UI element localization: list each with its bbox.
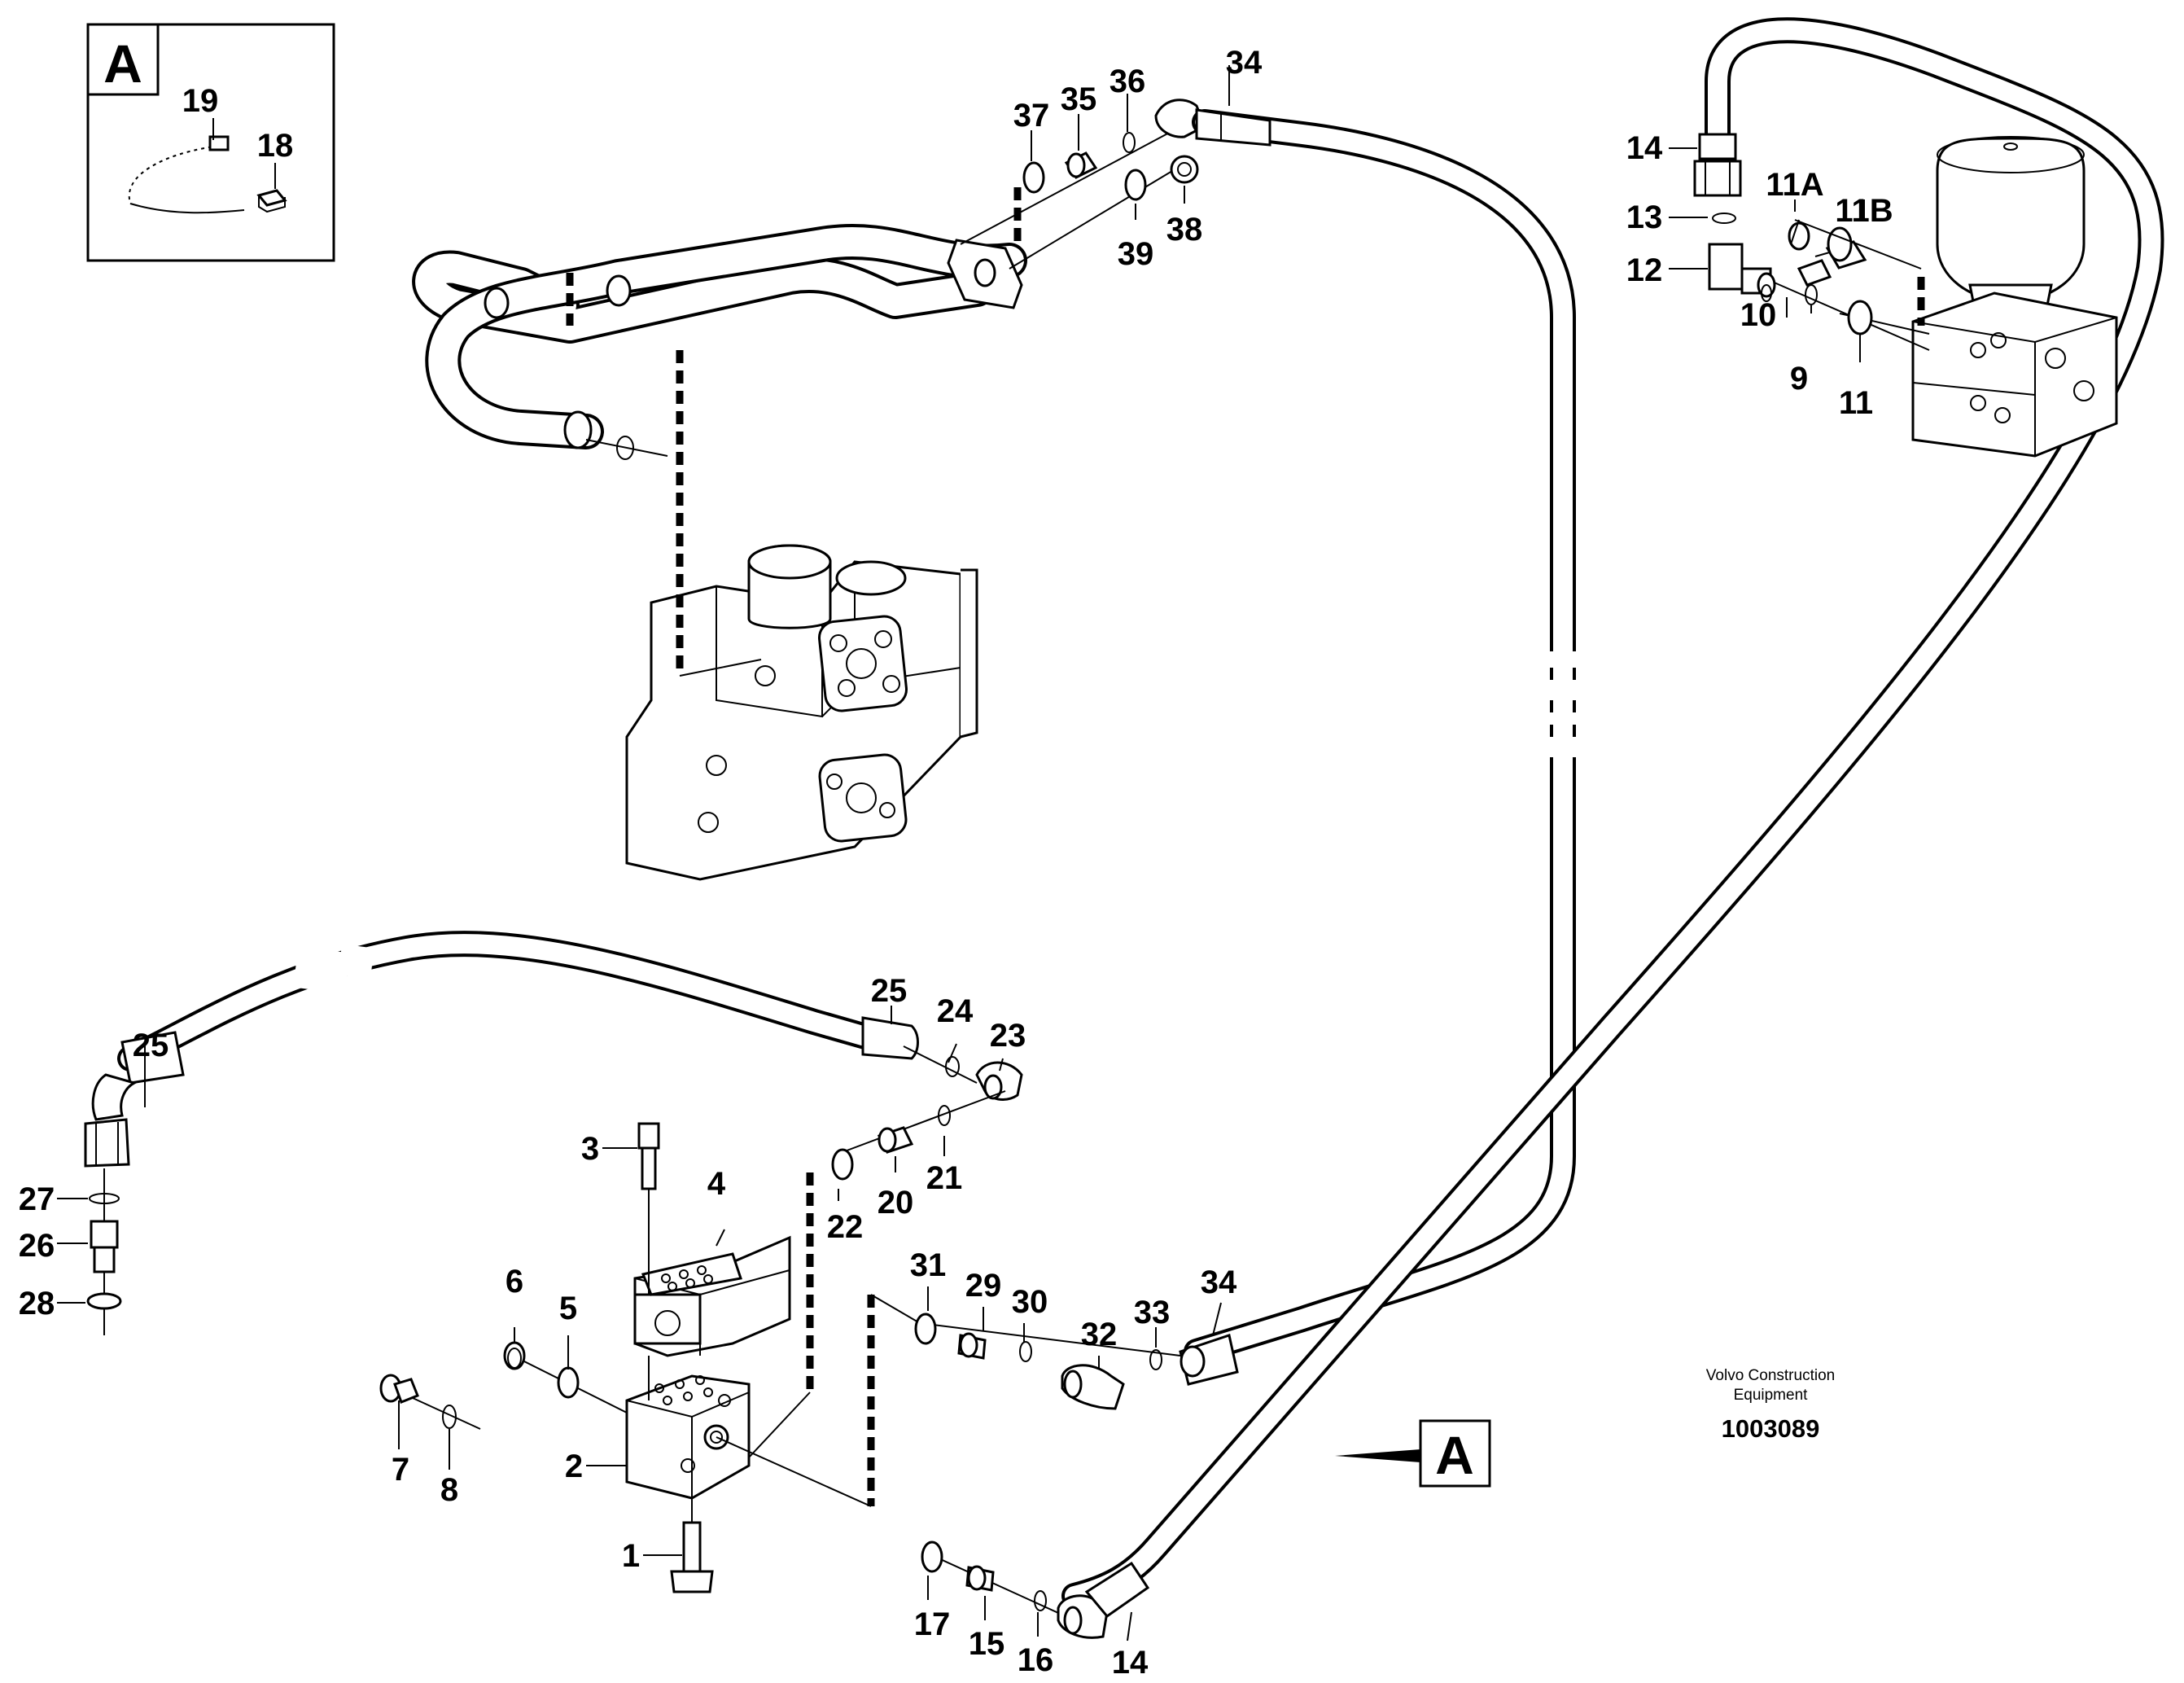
screw-3 (602, 1122, 660, 1295)
accumulator (1936, 136, 2086, 307)
label-17: 17 (914, 1606, 951, 1642)
clip-icon (256, 189, 287, 213)
label-34-lower: 34 (1201, 1264, 1237, 1300)
label-5: 5 (559, 1291, 577, 1326)
hose-14-long (1061, 17, 2164, 1609)
inset-detail-a: A 19 18 (86, 23, 335, 262)
label-16: 16 (1018, 1642, 1054, 1678)
part-labels: 34 37 35 36 38 39 14 13 12 11A 11B 10 9 … (19, 45, 1893, 1681)
label-25-left: 25 (133, 1028, 169, 1063)
label-10: 10 (1740, 297, 1777, 333)
caption: Volvo Construction Equipment 1003089 (1706, 1367, 1835, 1443)
label-27: 27 (19, 1181, 55, 1217)
steel-pipe-upper (412, 223, 1027, 460)
label-24: 24 (937, 993, 974, 1029)
label-30: 30 (1012, 1284, 1048, 1320)
label-9: 9 (1790, 361, 1808, 397)
label-11: 11 (1839, 385, 1873, 421)
document-number: 1003089 (1722, 1414, 1820, 1443)
label-31: 31 (910, 1247, 947, 1283)
label-38: 38 (1166, 212, 1203, 248)
bolt-1 (643, 1490, 714, 1593)
label-36: 36 (1110, 64, 1146, 99)
label-34: 34 (1226, 45, 1263, 81)
label-15: 15 (969, 1626, 1005, 1662)
hose-34-long (1184, 108, 1579, 1365)
label-2: 2 (565, 1449, 583, 1484)
accumulator-block (1911, 291, 2118, 458)
label-25-right: 25 (871, 973, 908, 1009)
label-26: 26 (19, 1228, 55, 1264)
fittings-9-13 (1669, 147, 1930, 362)
label-32: 32 (1081, 1317, 1118, 1352)
label-20: 20 (878, 1185, 914, 1221)
caption-line1: Volvo Construction (1706, 1367, 1835, 1384)
cable-tie-icon (125, 135, 245, 214)
hose-25 (84, 931, 919, 1168)
label-29: 29 (965, 1268, 1002, 1304)
label-11a: 11A (1766, 167, 1823, 203)
label-1: 1 (622, 1538, 640, 1574)
inset-letter: A (103, 33, 142, 94)
fittings-26-28 (57, 1044, 146, 1335)
label-8: 8 (440, 1472, 458, 1508)
callout-letter: A (1435, 1425, 1474, 1485)
fittings-35-39 (960, 94, 1206, 270)
label-4: 4 (707, 1166, 726, 1202)
label-23: 23 (990, 1018, 1026, 1054)
fittings-20-24 (831, 1006, 1023, 1201)
valve-block-2 (586, 1356, 751, 1500)
caption-line2: Equipment (1734, 1387, 1809, 1404)
label-39: 39 (1118, 236, 1154, 272)
label-3: 3 (581, 1131, 599, 1167)
solenoid (633, 1229, 791, 1357)
label-33: 33 (1134, 1295, 1171, 1330)
fittings-29-34 (914, 1286, 1239, 1410)
label-35: 35 (1061, 81, 1097, 117)
label-13: 13 (1626, 199, 1663, 235)
label-28: 28 (19, 1286, 55, 1321)
label-21: 21 (926, 1160, 963, 1196)
control-valve (625, 544, 978, 881)
label-11b: 11B (1835, 193, 1893, 229)
label-37: 37 (1013, 98, 1050, 134)
fittings-5-8 (379, 1327, 628, 1470)
label-7: 7 (392, 1452, 409, 1488)
callout-a: A (1335, 1419, 1491, 1488)
label-19: 19 (182, 83, 219, 119)
fittings-14-17 (921, 1541, 1150, 1641)
label-22: 22 (827, 1209, 864, 1245)
label-12: 12 (1626, 252, 1663, 288)
label-14-top: 14 (1626, 130, 1663, 166)
label-6: 6 (506, 1264, 523, 1300)
label-18: 18 (257, 128, 294, 164)
label-14-bottom: 14 (1112, 1645, 1149, 1681)
